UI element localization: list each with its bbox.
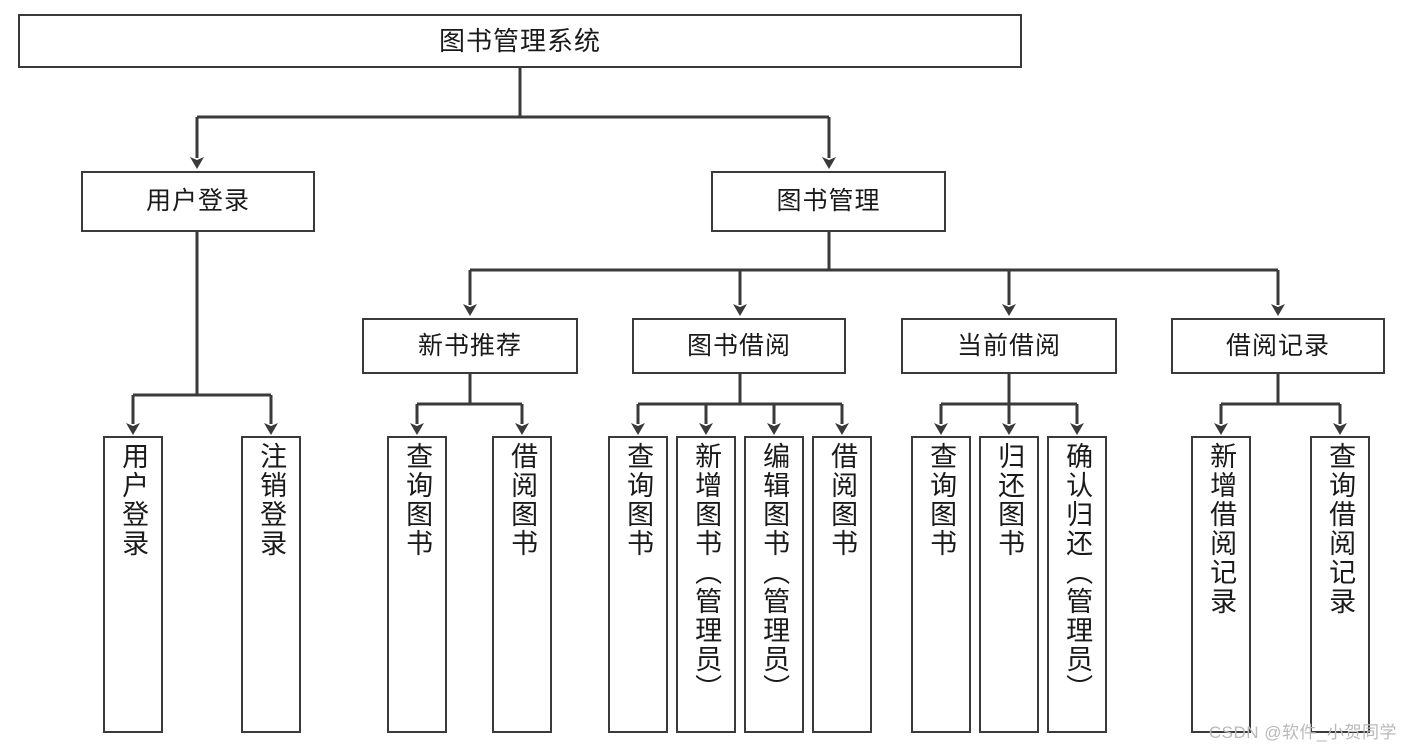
node-label: 编辑图书（管理员）	[759, 442, 790, 703]
node-label: 查询图书	[402, 442, 433, 558]
leaf-record-add-record[interactable]: 新增借阅记录	[1191, 436, 1251, 733]
leaf-current-confirm-return-admin[interactable]: 确认归还（管理员）	[1047, 436, 1107, 733]
node-label: 查询图书	[623, 442, 654, 558]
node-new-book-recommend[interactable]: 新书推荐	[362, 318, 578, 374]
node-label: 用户登录	[118, 442, 149, 558]
node-label: 注销登录	[256, 442, 287, 558]
node-label: 归还图书	[994, 442, 1025, 558]
leaf-recommend-borrow-book[interactable]: 借阅图书	[492, 436, 552, 733]
node-label: 新书推荐	[417, 331, 522, 360]
leaf-user-login-logout[interactable]: 注销登录	[241, 436, 301, 733]
node-label: 借阅图书	[827, 442, 858, 558]
leaf-current-query-book[interactable]: 查询图书	[911, 436, 971, 733]
leaf-user-login-login[interactable]: 用户登录	[103, 436, 163, 733]
node-label: 查询图书	[926, 442, 957, 558]
node-user-login[interactable]: 用户登录	[81, 171, 315, 232]
leaf-borrow-edit-book-admin[interactable]: 编辑图书（管理员）	[744, 436, 804, 733]
leaf-borrow-add-book-admin[interactable]: 新增图书（管理员）	[676, 436, 736, 733]
node-label: 图书管理	[776, 187, 881, 215]
node-label: 借阅图书	[507, 442, 538, 558]
node-label: 当前借阅	[956, 331, 1061, 360]
node-book-borrow[interactable]: 图书借阅	[632, 318, 846, 374]
node-label: 新增图书（管理员）	[691, 442, 722, 703]
node-current-borrow[interactable]: 当前借阅	[901, 318, 1117, 374]
leaf-borrow-borrow-book[interactable]: 借阅图书	[812, 436, 872, 733]
node-book-management[interactable]: 图书管理	[711, 171, 946, 232]
node-label: 用户登录	[145, 187, 250, 215]
node-label: 图书管理系统	[438, 26, 601, 56]
leaf-record-query-record[interactable]: 查询借阅记录	[1310, 436, 1370, 733]
node-label: 确认归还（管理员）	[1062, 442, 1093, 703]
leaf-borrow-query-book[interactable]: 查询图书	[608, 436, 668, 733]
node-root-system[interactable]: 图书管理系统	[18, 14, 1022, 68]
leaf-recommend-query-book[interactable]: 查询图书	[387, 436, 447, 733]
node-label: 查询借阅记录	[1325, 442, 1356, 616]
node-borrow-record[interactable]: 借阅记录	[1171, 318, 1385, 374]
node-label: 新增借阅记录	[1206, 442, 1237, 616]
leaf-current-return-book[interactable]: 归还图书	[979, 436, 1039, 733]
node-label: 借阅记录	[1225, 331, 1330, 360]
node-label: 图书借阅	[686, 331, 791, 360]
